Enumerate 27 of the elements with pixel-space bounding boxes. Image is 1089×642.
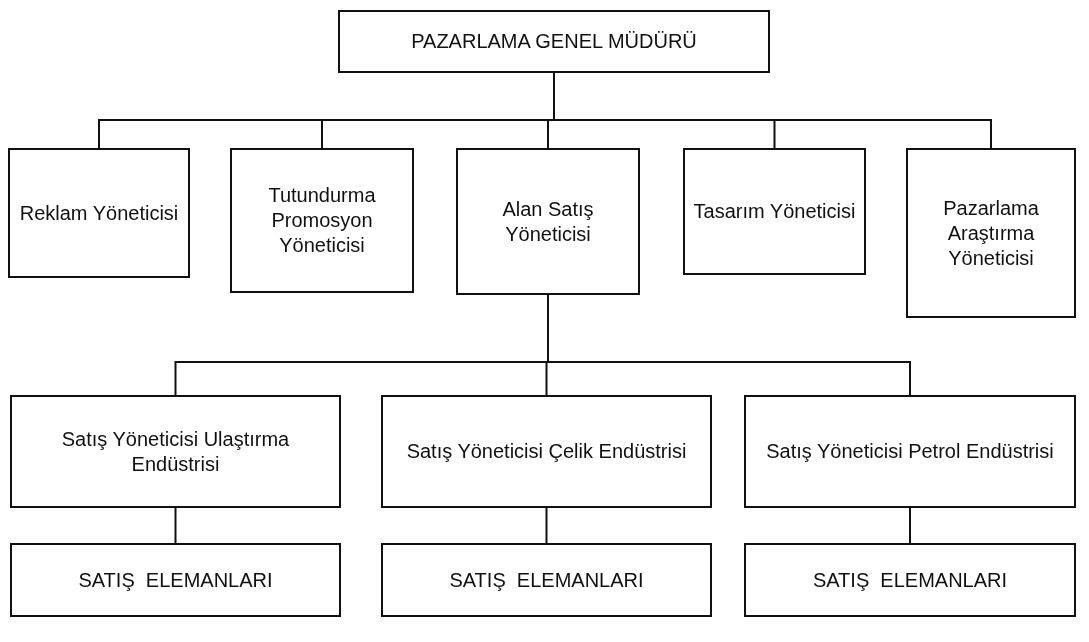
connector-line: [174, 507, 177, 544]
position-box: [8, 148, 190, 278]
position-box: [10, 543, 341, 617]
connector-line: [545, 507, 548, 544]
position-title: SATIŞ ELEMANLARI: [449, 567, 644, 593]
position-box: [230, 148, 414, 293]
position-title: Satış Yöneticisi Ulaştırma Endüstrisi: [60, 426, 291, 477]
position-title: Satış Yöneticisi Petrol Endüstrisi: [766, 439, 1054, 464]
position-box: [744, 395, 1076, 508]
position-title: SATIŞ ELEMANLARI: [78, 567, 273, 593]
position-title: Satış Yöneticisi Çelik Endüstrisi: [406, 439, 687, 464]
position-box: [381, 543, 712, 617]
position-title: Alan Satış Yöneticisi: [501, 196, 595, 247]
position-title: SATIŞ ELEMANLARI: [812, 567, 1008, 593]
position-title: Tutundurma Promosyon Yöneticisi: [267, 183, 377, 258]
position-box: [683, 148, 866, 275]
position-title: PAZARLAMA GENEL MÜDÜRÜ: [411, 29, 697, 54]
position-box: [456, 148, 640, 295]
position-title: Pazarlama Araştırma Yöneticisi: [942, 195, 1040, 271]
position-box: [744, 543, 1076, 617]
position-box: [10, 395, 341, 508]
connector-line: [909, 507, 911, 544]
position-box: [906, 148, 1076, 318]
position-box: [381, 395, 712, 508]
position-box: [338, 10, 770, 73]
position-title: Reklam Yöneticisi: [19, 200, 179, 226]
position-title: Tasarım Yöneticisi: [693, 199, 856, 224]
